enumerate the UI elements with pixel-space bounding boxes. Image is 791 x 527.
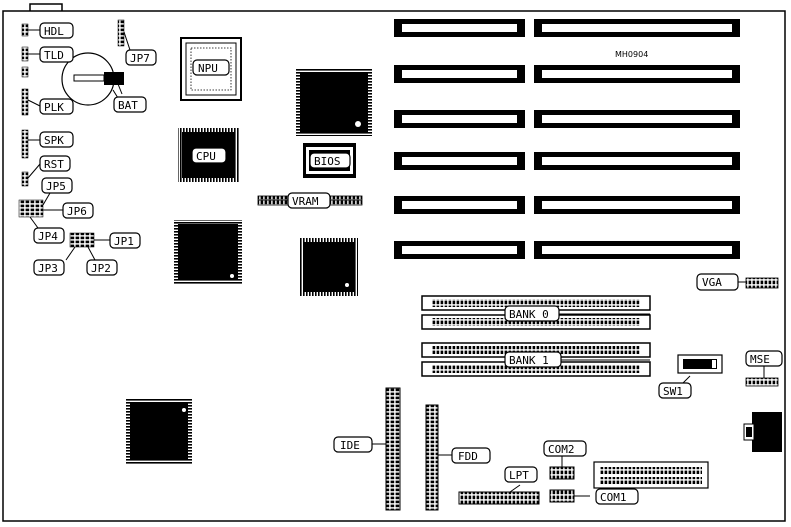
label-jp2: JP2 [91, 262, 111, 275]
callout-vga: VGA [696, 273, 739, 291]
callout-cpu: CPU [191, 147, 227, 164]
callout-bios: BIOS [309, 152, 351, 169]
label-jp7: JP7 [130, 52, 150, 65]
label-bank0: BANK 0 [509, 308, 549, 321]
simm-bank-1 [421, 342, 651, 377]
dip-switch-sw1 [677, 354, 723, 374]
chip-bottom-left [126, 398, 192, 464]
label-mse: MSE [750, 353, 770, 366]
label-spk: SPK [44, 134, 64, 147]
simm-bank-0 [421, 295, 651, 330]
label-jp5: JP5 [46, 180, 66, 193]
label-sw1: SW1 [663, 385, 683, 398]
label-bank1: BANK 1 [509, 354, 549, 367]
battery-clip [73, 74, 105, 82]
expansion-slots [394, 19, 740, 259]
callout-rst: RST [39, 155, 71, 172]
bottom-right-connector [593, 461, 709, 489]
label-bat: BAT [118, 99, 138, 112]
callout-com2: COM2 [543, 440, 587, 457]
callout-jp5: JP5 [41, 177, 73, 194]
label-cpu: CPU [196, 150, 216, 163]
callout-com1: COM1 [595, 488, 639, 505]
label-hdl: HDL [44, 25, 64, 38]
callout-bank0: BANK 0 [504, 305, 560, 322]
lpt-header [458, 491, 540, 505]
callout-mse: MSE [745, 350, 783, 367]
callout-fdd: FDD [451, 447, 491, 464]
callout-sw1: SW1 [658, 382, 692, 399]
leader-lines [27, 29, 765, 497]
label-vga: VGA [702, 276, 722, 289]
callout-jp4: JP4 [33, 227, 65, 244]
callout-bat: BAT [113, 96, 147, 113]
vga-header [745, 277, 779, 289]
reference-id: MH0904 [615, 50, 648, 59]
label-jp3: JP3 [38, 262, 58, 275]
fdd-header [425, 404, 439, 511]
chip-left [174, 220, 242, 284]
callout-jp3: JP3 [33, 259, 65, 276]
callout-jp2: JP2 [86, 259, 118, 276]
label-plk: PLK [44, 101, 64, 114]
callout-lpt: LPT [504, 466, 538, 483]
callout-spk: SPK [39, 131, 74, 148]
label-tld: TLD [44, 49, 64, 62]
label-vram: VRAM [292, 195, 319, 208]
callout-tld: TLD [39, 46, 74, 63]
chipset-chip [296, 68, 372, 136]
label-fdd: FDD [458, 450, 478, 463]
label-jp1: JP1 [114, 235, 134, 248]
com1-header [549, 489, 575, 503]
callout-hdl: HDL [39, 22, 74, 39]
label-lpt: LPT [509, 469, 529, 482]
label-com1: COM1 [600, 491, 627, 504]
label-jp4: JP4 [38, 230, 58, 243]
keyboard-connector [743, 412, 782, 452]
callout-ide: IDE [333, 436, 373, 453]
callout-jp1: JP1 [109, 232, 141, 249]
label-npu: NPU [198, 62, 218, 75]
board-notch [29, 3, 63, 11]
callout-jp6: JP6 [62, 202, 94, 219]
label-jp6: JP6 [67, 205, 87, 218]
callout-vram: VRAM [287, 192, 331, 209]
label-rst: RST [44, 158, 64, 171]
label-bios: BIOS [314, 155, 341, 168]
chip-center [300, 238, 358, 296]
label-ide: IDE [340, 439, 360, 452]
mse-header [745, 377, 779, 387]
cpu-chip [178, 128, 239, 182]
com2-header [549, 466, 575, 480]
callout-npu: NPU [192, 59, 230, 76]
label-com2: COM2 [548, 443, 575, 456]
callout-plk: PLK [39, 98, 74, 115]
callout-bank1: BANK 1 [504, 351, 562, 368]
callout-jp7: JP7 [125, 49, 157, 66]
ide-header [385, 387, 401, 511]
left-headers [18, 19, 125, 248]
